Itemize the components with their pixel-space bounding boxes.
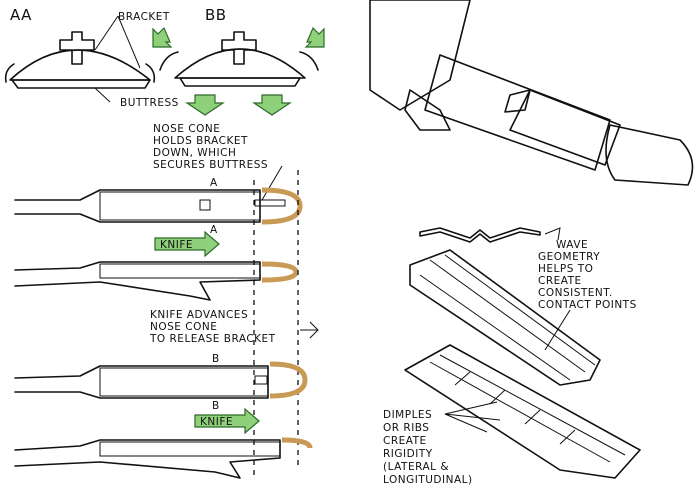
svg-text:KNIFE ADVANCES: KNIFE ADVANCES — [150, 309, 248, 321]
svg-text:CREATE: CREATE — [383, 435, 427, 447]
svg-text:HOLDS BRACKET: HOLDS BRACKET — [153, 135, 248, 147]
ribbed-buttress-3d — [404, 344, 641, 479]
dimples-ribs-note: DIMPLES OR RIBS CREATE RIGIDITY (LATERAL… — [383, 409, 473, 486]
svg-text:RIGIDITY: RIGIDITY — [383, 448, 433, 460]
svg-text:CREATE: CREATE — [538, 275, 582, 287]
svg-text:GEOMETRY: GEOMETRY — [538, 251, 600, 263]
instrument-view-1: A A KNIFE — [14, 177, 303, 258]
svg-text:DOWN, WHICH: DOWN, WHICH — [153, 147, 236, 159]
section-b-bottom-marker: B — [212, 400, 220, 412]
nose-cone-note: NOSE CONE HOLDS BRACKET DOWN, WHICH SECU… — [153, 123, 268, 171]
svg-text:NOSE CONE: NOSE CONE — [153, 123, 220, 135]
svg-text:CONTACT POINTS: CONTACT POINTS — [538, 299, 637, 311]
svg-text:DIMPLES: DIMPLES — [383, 409, 432, 421]
buttress-label: BUTTRESS — [120, 97, 179, 109]
section-b-top-marker: B — [212, 353, 220, 365]
instrument-view-2 — [14, 261, 299, 301]
instrument-view-3: B B KNIFE — [14, 353, 308, 435]
knife-label-1: KNIFE — [160, 239, 193, 251]
svg-text:HELPS TO: HELPS TO — [538, 263, 593, 275]
wave-buttress-3d — [409, 249, 601, 386]
section-a-bottom-marker: A — [210, 224, 218, 236]
knife-label-2: KNIFE — [200, 416, 233, 428]
svg-text:TO RELEASE BRACKET: TO RELEASE BRACKET — [149, 333, 276, 345]
wave-profile — [419, 227, 541, 243]
svg-text:OR RIBS: OR RIBS — [383, 422, 429, 434]
green-arrows — [152, 26, 325, 116]
svg-text:CONSISTENT.: CONSISTENT. — [538, 287, 613, 299]
section-bb-label: BB — [205, 6, 227, 24]
instrument-3d-view — [369, 0, 694, 186]
section-aa-label: AA — [10, 6, 32, 24]
svg-text:SECURES BUTTRESS: SECURES BUTTRESS — [153, 159, 268, 171]
svg-text:LONGITUDINAL): LONGITUDINAL) — [383, 474, 473, 486]
instrument-view-4 — [14, 437, 313, 479]
svg-text:(LATERAL &: (LATERAL & — [383, 461, 449, 473]
section-aa-drawing — [4, 31, 156, 89]
section-a-top-marker: A — [210, 177, 218, 189]
wave-geometry-note: WAVE GEOMETRY HELPS TO CREATE CONSISTENT… — [538, 239, 637, 311]
svg-text:WAVE: WAVE — [556, 239, 588, 251]
knife-advances-note: KNIFE ADVANCES NOSE CONE TO RELEASE BRAC… — [149, 309, 276, 345]
bracket-label: BRACKET — [118, 11, 170, 23]
section-bb-drawing — [159, 31, 319, 87]
svg-text:NOSE CONE: NOSE CONE — [150, 321, 217, 333]
